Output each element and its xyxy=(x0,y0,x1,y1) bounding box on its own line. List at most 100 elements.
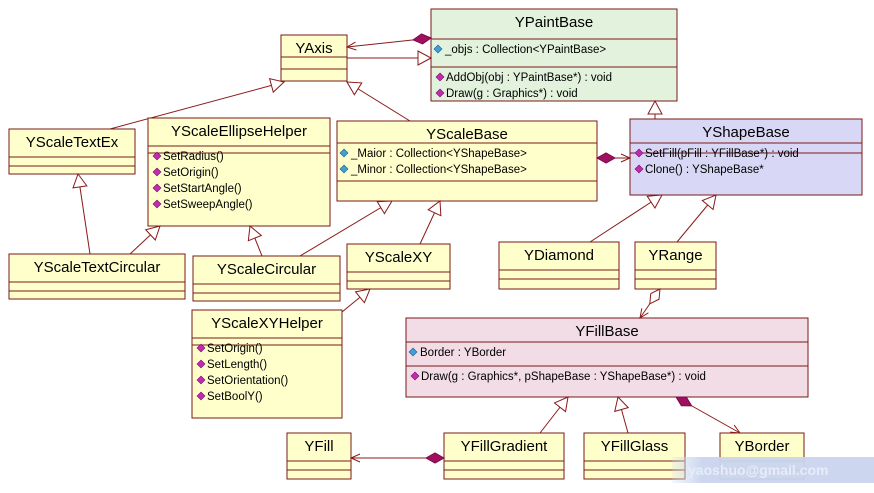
yrange-box xyxy=(634,241,717,290)
yscalexyhelper-operation-0: SetOrigin() xyxy=(207,343,263,355)
operation-icon xyxy=(435,72,445,82)
composition-yscalebase-yshapebase-diamond xyxy=(595,152,617,164)
generalization-yscaletextex-yaxis-arrowhead xyxy=(268,77,286,94)
yscaleellipsehelper-operation-0: SetRadius() xyxy=(163,151,224,163)
composition-yfillbase-yborder-diamond xyxy=(675,396,693,407)
operation-icon xyxy=(152,199,162,209)
operation-icon xyxy=(196,359,206,369)
yscaleellipsehelper-box xyxy=(147,117,331,227)
attribute-icon xyxy=(408,347,418,357)
class-yscalexy[interactable]: YScaleXY xyxy=(346,243,451,290)
generalization-yscalexyhelper-yscalexy-arrowhead xyxy=(354,288,371,304)
yfillgradient-box xyxy=(443,432,565,480)
yscalebase-box xyxy=(336,120,598,202)
yrange-name: YRange xyxy=(648,247,702,264)
class-yfillgradient[interactable]: YFillGradient xyxy=(443,432,565,480)
class-yrange[interactable]: YRange xyxy=(634,241,717,290)
relationship-heads xyxy=(72,33,742,464)
yshapebase-name: YShapeBase xyxy=(702,124,790,141)
class-yscaletextex[interactable]: YScaleTextEx xyxy=(8,128,136,175)
generalization-yscalecircular-yscalebase-arrowhead xyxy=(376,200,393,215)
class-yscaletextcircular[interactable]: YScaleTextCircular xyxy=(8,253,186,300)
yscalexyhelper-operation-3: SetBoolY() xyxy=(207,391,263,403)
class-yscalebase[interactable]: YScaleBase _Maior : Collection<YShapeBase… xyxy=(336,120,598,202)
generalization-yscalexy-yscalebase-arrowhead xyxy=(427,200,442,217)
generalization-yscalecircular-yscaleellipsehelper-arrowhead xyxy=(247,225,263,242)
yscalecircular-name: YScaleCircular xyxy=(217,261,316,278)
watermark: yaoshuo@gmail.com xyxy=(672,457,874,483)
watermark-background xyxy=(672,457,874,483)
composition-ypaintbase-yaxis-arrowhead xyxy=(345,41,357,51)
aggregation-yrange-yfillbase-diamond xyxy=(649,288,661,305)
operation-icon xyxy=(152,151,162,161)
yscaleellipsehelper-name: YScaleEllipseHelper xyxy=(171,123,307,140)
generalization-yscalecircular-yscalebase-line xyxy=(299,200,393,257)
ydiamond-box xyxy=(498,241,620,290)
generalization-yfillglass-yfillbase-arrowhead xyxy=(614,395,630,413)
yscalebase-attribute-1: _Minor : Collection<YShapeBase> xyxy=(350,164,527,176)
yscaleellipsehelper-operation-1: SetOrigin() xyxy=(163,167,219,179)
ypaintbase-name: YPaintBase xyxy=(515,14,593,31)
yscalebase-attribute-0: _Maior : Collection<YShapeBase> xyxy=(350,148,527,160)
operation-icon xyxy=(196,391,206,401)
yscalexyhelper-name: YScaleXYHelper xyxy=(211,315,323,332)
generalization-yshapebase-ypaintbase-arrowhead xyxy=(647,99,663,115)
yfill-box xyxy=(286,432,352,480)
yborder-name: YBorder xyxy=(734,438,789,455)
class-ypaintbase[interactable]: YPaintBase _objs : Collection<YPaintBase>… xyxy=(430,8,678,102)
generalization-yaxis-ypaintbase-arrowhead xyxy=(417,50,433,66)
class-yscalecircular[interactable]: YScaleCircular xyxy=(192,255,341,302)
ypaintbase-operation-1: Draw(g : Graphics*) : void xyxy=(446,88,578,100)
operation-icon xyxy=(196,375,206,385)
ypaintbase-box xyxy=(430,8,678,102)
class-yfill[interactable]: YFill xyxy=(286,432,352,480)
yshapebase-operation-0: SetFill(pFill : YFillBase*) : void xyxy=(645,148,799,160)
operation-icon xyxy=(152,167,162,177)
yfillbase-box xyxy=(405,317,809,398)
yfill-name: YFill xyxy=(304,438,333,455)
yfillbase-operation-0: Draw(g : Graphics*, pShapeBase : YShapeB… xyxy=(421,371,706,383)
attribute-icon xyxy=(339,148,349,158)
generalization-yscalebase-yaxis-arrowhead xyxy=(346,81,363,96)
attribute-icon xyxy=(433,44,443,54)
generalization-ydiamond-yshapebase-arrowhead xyxy=(646,194,663,209)
operation-icon xyxy=(634,148,644,158)
class-boxes: YPaintBase _objs : Collection<YPaintBase>… xyxy=(8,8,863,480)
yscaleellipsehelper-operation-3: SetSweepAngle() xyxy=(163,199,253,211)
class-yaxis[interactable]: YAxis xyxy=(280,34,348,82)
class-yfillglass[interactable]: YFillGlass xyxy=(583,432,686,480)
operation-icon xyxy=(196,343,206,353)
generalization-yscaletextcircular-yscaleellipsehelper-arrowhead xyxy=(144,225,161,241)
operation-icon xyxy=(634,164,644,174)
generalization-yrange-yshapebase-arrowhead xyxy=(701,194,717,211)
composition-yscalebase-yshapebase-arrowhead xyxy=(620,153,632,163)
generalization-yscaletextex-yaxis-line xyxy=(109,81,285,130)
yscalexy-name: YScaleXY xyxy=(365,249,433,266)
yfillgradient-name: YFillGradient xyxy=(461,438,549,455)
ypaintbase-operation-0: AddObj(obj : YPaintBase*) : void xyxy=(446,72,612,84)
aggregation-yrange-yfillbase-arrowhead xyxy=(639,308,649,320)
class-yscalexyhelper[interactable]: YScaleXYHelperSetOrigin()SetLength()SetO… xyxy=(191,309,343,419)
yscalebase-name: YScaleBase xyxy=(426,126,508,143)
yscalexyhelper-operation-2: SetOrientation() xyxy=(207,375,288,387)
watermark-text: yaoshuo@gmail.com xyxy=(688,462,828,478)
yshapebase-operation-1: Clone() : YShapeBase* xyxy=(645,164,764,176)
operation-icon xyxy=(410,371,420,381)
yaxis-box xyxy=(280,34,348,82)
ydiamond-name: YDiamond xyxy=(524,247,594,264)
generalization-yscaletextcircular-yscaletextex-arrowhead xyxy=(72,172,88,189)
generalization-yfillgradient-yfillbase-arrowhead xyxy=(553,396,569,413)
ypaintbase-attribute-0: _objs : Collection<YPaintBase> xyxy=(444,44,606,56)
yscaletextcircular-name: YScaleTextCircular xyxy=(34,259,161,276)
yshapebase-box xyxy=(629,118,863,196)
class-ydiamond[interactable]: YDiamond xyxy=(498,241,620,290)
generalization-ydiamond-yshapebase-line xyxy=(589,194,663,243)
composition-yfillbase-yborder-arrowhead xyxy=(730,424,742,434)
yscaletextex-name: YScaleTextEx xyxy=(26,134,119,151)
composition-yfillgradient-yfill-diamond xyxy=(424,452,446,464)
yaxis-name: YAxis xyxy=(295,40,332,57)
